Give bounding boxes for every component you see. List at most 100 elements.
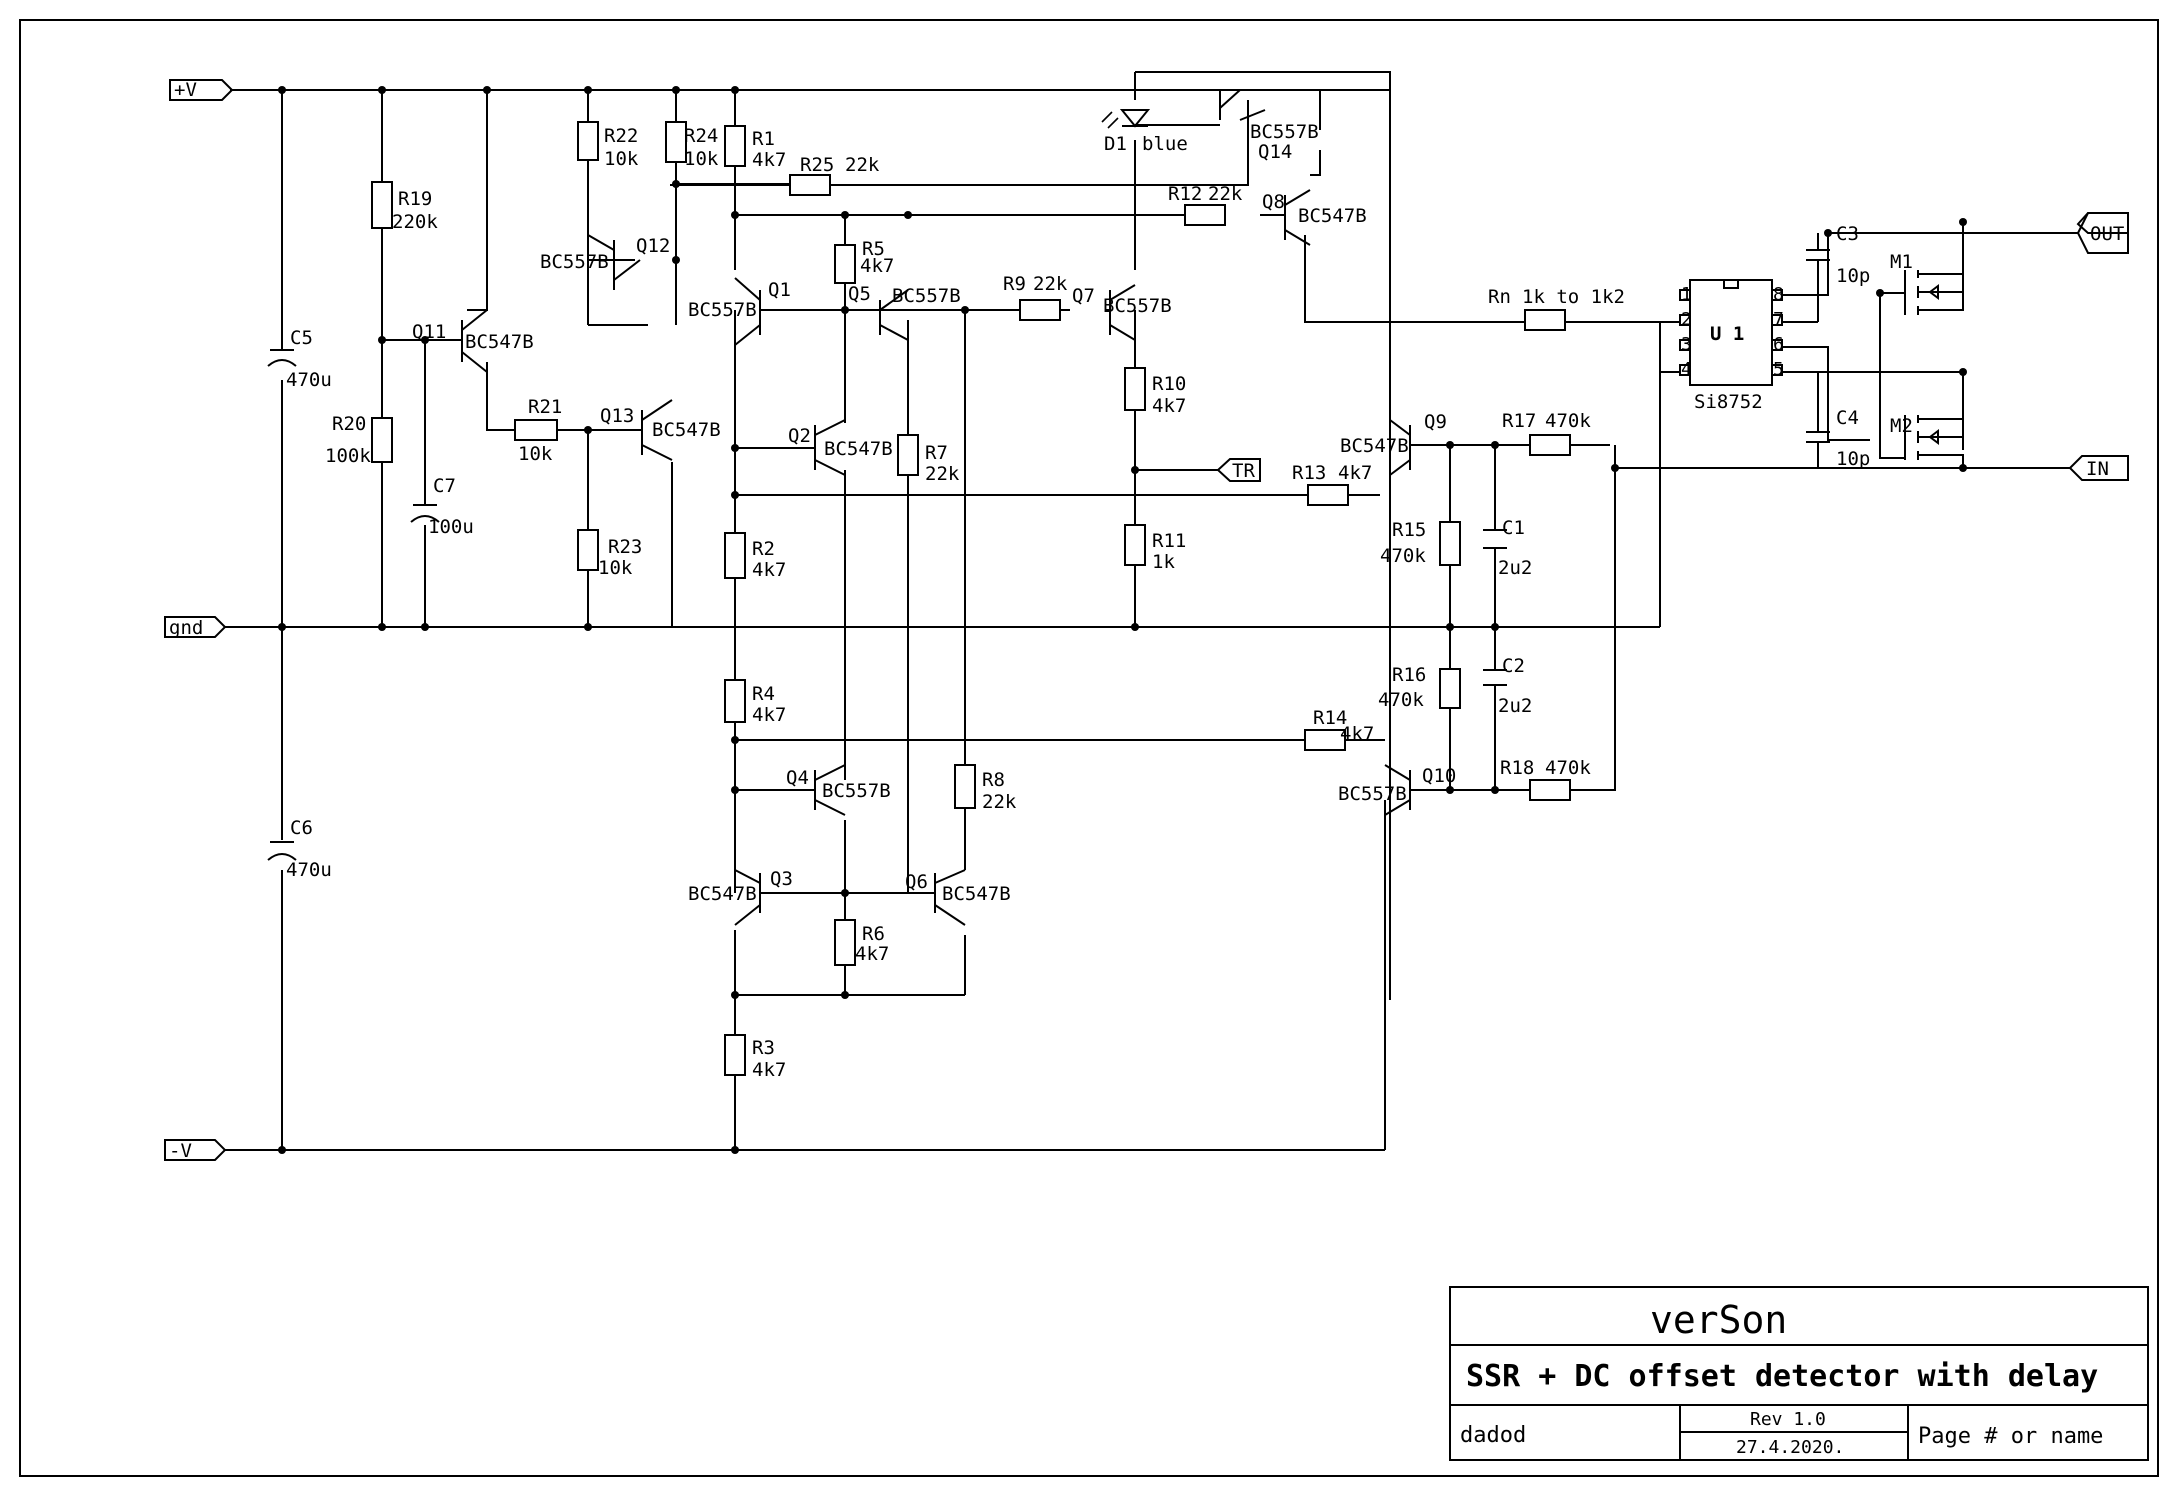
tb-company: verSon xyxy=(1650,1298,1787,1342)
transistor-q7: Q7 BC557B xyxy=(1072,284,1172,341)
port-gnd: gnd xyxy=(164,616,227,639)
resistor-r20: R20 100k xyxy=(325,413,393,467)
r5-value: 4k7 xyxy=(860,255,894,277)
transistor-q5: Q5 BC557B xyxy=(848,283,961,341)
resistor-r9: R9 22k xyxy=(1003,273,1068,321)
port-tr: TR xyxy=(1216,458,1261,482)
resistor-r11: R11 1k xyxy=(1124,524,1186,573)
resistor-r10: R10 4k7 xyxy=(1124,367,1186,417)
q11-ref: Q11 xyxy=(412,321,446,343)
c6-ref: C6 xyxy=(290,817,313,839)
port-vplus: +V xyxy=(169,79,234,101)
resistor-r4: R4 4k7 xyxy=(724,679,786,726)
r14-ref: R14 xyxy=(1313,707,1347,729)
capacitor-c4: C4 10p xyxy=(1806,372,1870,470)
c1-ref: C1 xyxy=(1502,517,1525,539)
q10-ref: Q10 xyxy=(1422,765,1456,787)
q8-ref: Q8 xyxy=(1262,191,1285,213)
r11-ref: R11 xyxy=(1152,530,1186,552)
transistor-q12: Q12 BC557B xyxy=(540,234,670,290)
port-out-label: OUT xyxy=(2090,223,2124,245)
r4-ref: R4 xyxy=(752,683,775,705)
r16-value: 470k xyxy=(1378,689,1424,711)
u1-pin-1: 1 xyxy=(1681,284,1692,305)
r12-ref: R12 xyxy=(1168,183,1202,205)
resistor-r24: R24 10k xyxy=(665,121,719,170)
junctions xyxy=(278,86,1967,1154)
d1-ref: D1 xyxy=(1104,133,1127,155)
r15-value: 470k xyxy=(1380,545,1426,567)
c3-value: 10p xyxy=(1836,265,1870,287)
r17-ref: R17 xyxy=(1502,410,1536,432)
resistor-r5: R5 4k7 xyxy=(834,238,894,284)
m2-ref: M2 xyxy=(1890,415,1913,437)
q13-value: BC547B xyxy=(652,419,721,441)
resistor-r6: R6 4k7 xyxy=(834,919,889,966)
r17-value: 470k xyxy=(1545,410,1591,432)
transistor-q13: Q13 BC547B xyxy=(600,399,721,461)
tb-page: Page # or name xyxy=(1918,1424,2103,1449)
r2-ref: R2 xyxy=(752,538,775,560)
capacitor-c7: C7 100u xyxy=(410,475,474,538)
u1-pin-8: 8 xyxy=(1773,284,1784,305)
transistor-q3: Q3 BC547B xyxy=(688,868,793,926)
resistor-r14: R14 4k7 xyxy=(1304,707,1374,751)
r16-ref: R16 xyxy=(1392,664,1426,686)
q1-value: BC557B xyxy=(688,299,757,321)
r14-value: 4k7 xyxy=(1340,723,1374,745)
resistor-r8: R8 22k xyxy=(954,764,1017,813)
resistor-r1: R1 4k7 xyxy=(724,125,786,171)
r3-value: 4k7 xyxy=(752,1059,786,1081)
m1-ref: M1 xyxy=(1890,251,1913,273)
q4-ref: Q4 xyxy=(786,767,809,789)
capacitor-c6: C6 470u xyxy=(267,817,332,881)
resistor-r3: R3 4k7 xyxy=(724,1034,786,1081)
resistor-r23: R23 10k xyxy=(577,529,642,579)
transistor-q10: Q10 BC557B xyxy=(1338,764,1456,816)
r20-ref: R20 xyxy=(332,413,366,435)
r18-value: 470k xyxy=(1545,757,1591,779)
c4-value: 10p xyxy=(1836,448,1870,470)
q7-value: BC557B xyxy=(1103,295,1172,317)
transistor-q6: Q6 BC547B xyxy=(905,869,1011,926)
q14-ref: Q14 xyxy=(1258,141,1292,163)
r4-value: 4k7 xyxy=(752,704,786,726)
r6-value: 4k7 xyxy=(855,943,889,965)
q12-value: BC557B xyxy=(540,251,609,273)
diode-d1: D1 blue xyxy=(1101,109,1188,155)
resistor-r13: R13 4k7 xyxy=(1292,462,1372,506)
transistor-q4: Q4 BC557B xyxy=(786,764,891,816)
u1-pin-2: 2 xyxy=(1681,309,1692,330)
q3-ref: Q3 xyxy=(770,868,793,890)
q12-ref: Q12 xyxy=(636,235,670,257)
q5-ref: Q5 xyxy=(848,283,871,305)
transistor-q9: Q9 BC547B xyxy=(1340,411,1447,476)
port-gnd-label: gnd xyxy=(169,617,203,639)
transistor-q8: Q8 BC547B xyxy=(1262,189,1367,246)
resistor-r19: R19 220k xyxy=(371,181,438,233)
r12-value: 22k xyxy=(1208,183,1243,205)
q2-ref: Q2 xyxy=(788,425,811,447)
resistor-r7: R7 22k xyxy=(897,434,960,485)
port-vplus-label: +V xyxy=(174,79,197,101)
r20-value: 100k xyxy=(325,445,371,467)
transistor-q2: Q2 BC547B xyxy=(788,419,893,476)
u1-pin-6: 6 xyxy=(1773,334,1784,355)
wires xyxy=(225,71,2078,1151)
port-in-label: IN xyxy=(2086,458,2109,480)
q11-value: BC547B xyxy=(465,331,534,353)
capacitor-c2: C2 2u2 xyxy=(1483,655,1532,717)
resistor-r25: R25 22k xyxy=(789,154,880,196)
c2-ref: C2 xyxy=(1502,655,1525,677)
r8-value: 22k xyxy=(982,791,1017,813)
r10-value: 4k7 xyxy=(1152,395,1186,417)
r3-ref: R3 xyxy=(752,1037,775,1059)
r13-ref: R13 xyxy=(1292,462,1326,484)
rn-value: 1k to 1k2 xyxy=(1522,286,1625,308)
d1-value: blue xyxy=(1142,133,1188,155)
q2-value: BC547B xyxy=(824,438,893,460)
resistor-r16: R16 470k xyxy=(1378,664,1461,711)
c5-ref: C5 xyxy=(290,327,313,349)
transistor-q14: Q14 BC557B xyxy=(1219,89,1319,163)
tb-author: dadod xyxy=(1460,1423,1526,1448)
